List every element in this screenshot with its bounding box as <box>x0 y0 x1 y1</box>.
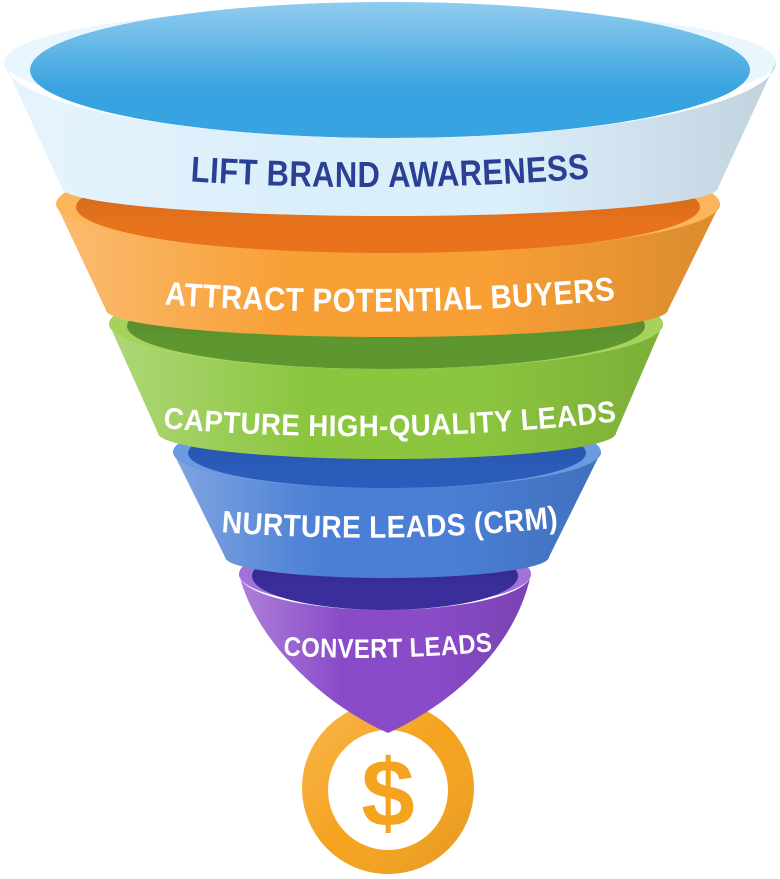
stage-1-rim-highlight <box>30 2 750 138</box>
coin-face <box>328 730 448 850</box>
stage-1-wall-shading <box>4 62 776 216</box>
funnel-stage-1: LIFT BRAND AWARENESS <box>4 2 776 216</box>
stage-3-wall-shading <box>109 324 663 459</box>
money-coin: $ <box>302 702 474 874</box>
stage-4-wall-shading <box>173 452 601 578</box>
stage-2-wall-shading <box>56 204 720 337</box>
stage-5-wall-shading <box>239 574 531 733</box>
dollar-sign-icon: $ <box>361 740 414 847</box>
